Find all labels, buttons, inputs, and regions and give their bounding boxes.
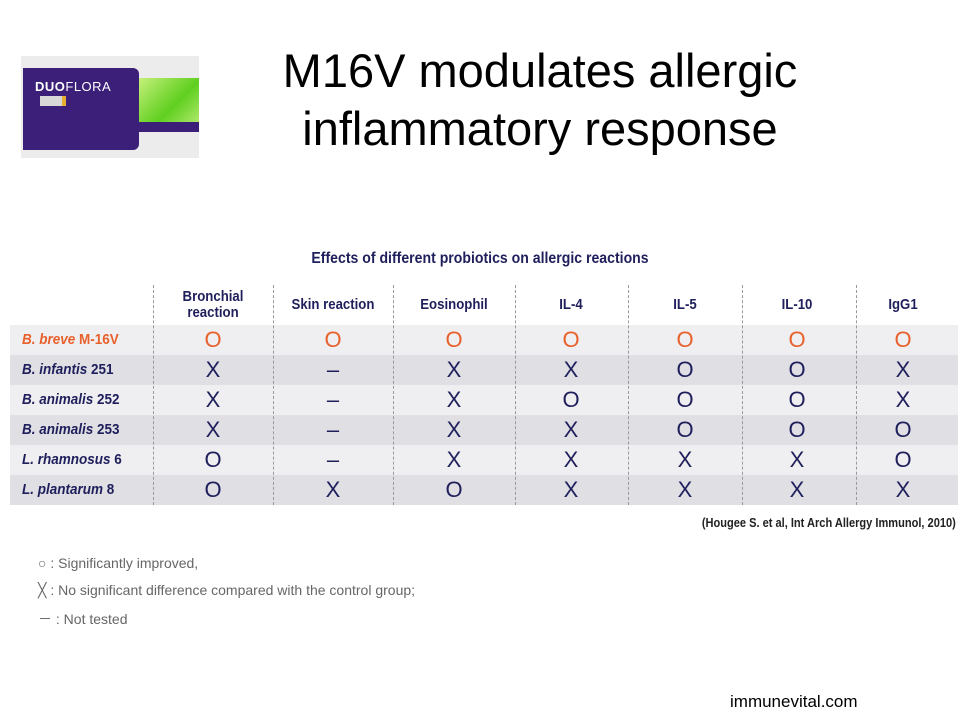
row-label: B. infantis 251	[22, 361, 114, 378]
column-header: Eosinophil	[420, 296, 488, 313]
result-cell: O	[204, 477, 222, 502]
result-cell: X	[205, 357, 221, 382]
table-row	[10, 415, 958, 445]
result-cell: –	[326, 447, 340, 472]
result-cell: O	[204, 447, 222, 472]
result-cell: O	[788, 357, 806, 382]
result-cell: X	[563, 357, 579, 382]
result-cell: O	[894, 417, 912, 442]
result-cell: –	[326, 387, 340, 412]
result-cell: X	[205, 417, 221, 442]
row-label: L. rhamnosus 6	[22, 451, 122, 468]
column-divider	[742, 285, 743, 505]
result-cell: X	[677, 477, 693, 502]
result-cell: O	[324, 327, 342, 352]
column-divider	[515, 285, 516, 505]
row-label: L. plantarum 8	[22, 481, 115, 498]
row-label: B. breve M-16V	[22, 331, 119, 348]
result-cell: O	[788, 327, 806, 352]
result-cell: –	[326, 357, 340, 382]
result-cell: O	[894, 447, 912, 472]
result-cell: X	[325, 477, 341, 502]
result-cell: X	[895, 357, 911, 382]
row-label: B. animalis 252	[22, 391, 120, 408]
table-row	[10, 445, 958, 475]
product-brand: DUOFLORA	[35, 79, 112, 94]
column-header: IgG1	[888, 296, 918, 313]
result-cell: O	[445, 327, 463, 352]
row-label: B. animalis 253	[22, 421, 120, 438]
result-cell: O	[894, 327, 912, 352]
result-cell: X	[563, 447, 579, 472]
result-cell: O	[676, 387, 694, 412]
result-cell: X	[446, 447, 462, 472]
result-cell: X	[446, 417, 462, 442]
column-divider	[856, 285, 857, 505]
product-image: DUOFLORA	[21, 56, 199, 158]
result-cell: O	[788, 387, 806, 412]
result-cell: X	[446, 357, 462, 382]
column-header: IL-5	[673, 296, 697, 313]
column-divider	[393, 285, 394, 505]
result-cell: X	[205, 387, 221, 412]
table-row	[10, 355, 958, 385]
result-cell: X	[563, 417, 579, 442]
footer-website: immunevital.com	[730, 692, 858, 711]
table-title: Effects of different probiotics on aller…	[311, 250, 649, 267]
result-cell: O	[676, 357, 694, 382]
legend-not-tested: － : Not tested	[38, 611, 128, 627]
result-cell: O	[788, 417, 806, 442]
result-cell: X	[446, 387, 462, 412]
column-divider	[153, 285, 154, 505]
result-cell: O	[445, 477, 463, 502]
result-cell: O	[204, 327, 222, 352]
table-row	[10, 475, 958, 505]
result-cell: X	[789, 477, 805, 502]
table-row	[10, 385, 958, 415]
result-cell: X	[895, 477, 911, 502]
citation: (Hougee S. et al, Int Arch Allergy Immun…	[701, 515, 956, 530]
result-cell: O	[676, 417, 694, 442]
column-divider	[273, 285, 274, 505]
result-cell: X	[563, 477, 579, 502]
result-cell: X	[895, 387, 911, 412]
legend-no-difference: ╳ : No significant difference compared w…	[38, 582, 416, 598]
result-cell: O	[562, 327, 580, 352]
result-cell: X	[789, 447, 805, 472]
result-cell: O	[562, 387, 580, 412]
result-cell: –	[326, 417, 340, 442]
result-cell: O	[676, 327, 694, 352]
column-header: Skin reaction	[291, 296, 375, 313]
column-header: IL-10	[781, 296, 813, 313]
column-header: Bronchial reaction	[182, 288, 244, 321]
result-cell: X	[677, 447, 693, 472]
column-header: IL-4	[559, 296, 583, 313]
slide-title: M16V modulates allergic inflammatory res…	[282, 44, 798, 155]
table-row	[10, 325, 958, 355]
legend-improved: ○ : Significantly improved,	[38, 555, 199, 571]
column-divider	[628, 285, 629, 505]
